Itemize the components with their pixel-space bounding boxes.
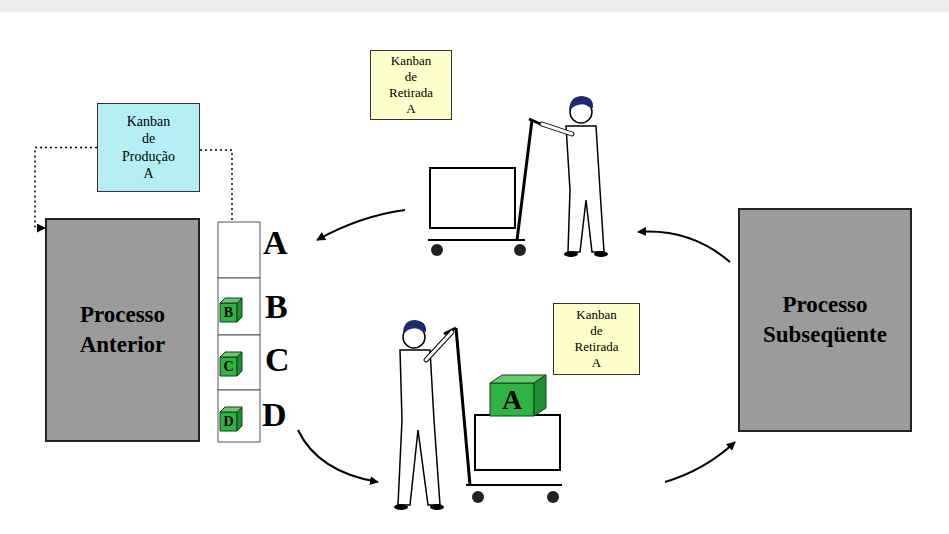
flow-arrow (298, 430, 378, 482)
dotted-line (200, 150, 232, 222)
production-kanban: Kanban de Produção A (97, 103, 200, 192)
slot-letter: D (262, 398, 287, 432)
cart-wheel (431, 244, 443, 256)
flow-arrow (317, 210, 405, 240)
worker-body (398, 350, 440, 505)
process-name: Processo Subseqüente (740, 290, 910, 350)
kanban-loop-arrow (35, 148, 97, 229)
worker-arm (426, 332, 452, 360)
cube-face (237, 298, 242, 322)
process-box: Processo Anterior (45, 218, 200, 442)
cart-body (430, 168, 515, 228)
cart-wheel (514, 244, 526, 256)
cart-frame (428, 239, 525, 241)
storage-slot (218, 390, 260, 442)
top-strip (0, 0, 949, 12)
withdrawal-kanban: Kanban de Retirada A (370, 50, 452, 120)
worker-cap (403, 320, 426, 334)
cube-face (534, 375, 546, 416)
cube-face (237, 352, 242, 376)
storage-slot (218, 335, 260, 390)
worker-arm (426, 332, 452, 360)
worker-arm (542, 124, 572, 134)
part-box: C (220, 352, 242, 376)
slot-letter: A (263, 226, 288, 260)
flow-arrow (665, 442, 735, 482)
worker-foot (594, 251, 608, 257)
withdrawal-kanban: Kanban de Retirada A (553, 303, 640, 375)
part-letter: B (220, 303, 237, 322)
part-letter: C (220, 357, 237, 376)
slot-letter: B (265, 290, 288, 324)
worker-cap (569, 96, 593, 110)
storage-slot (218, 278, 260, 335)
cube-face (220, 303, 237, 322)
flow-arrow (638, 232, 730, 262)
storage-slot (218, 222, 260, 278)
worker-arm (542, 124, 572, 134)
worker-foot (394, 504, 408, 510)
cube-face (237, 407, 242, 431)
cart-frame (466, 484, 562, 486)
cube-face (220, 357, 237, 376)
part-letter: A (490, 383, 534, 416)
cart-handle (517, 120, 532, 240)
cart-wheel (547, 491, 559, 503)
cube-face (490, 383, 534, 416)
cube-face (220, 412, 237, 431)
cart-body (475, 415, 560, 470)
cart-wheel (472, 491, 484, 503)
part-box: D (220, 407, 242, 431)
kanban-text: Kanban de Retirada A (554, 307, 639, 370)
cart-handle (456, 328, 470, 485)
worker-foot (430, 504, 444, 510)
kanban-text: Kanban de Retirada A (371, 53, 451, 116)
worker-body (566, 126, 604, 252)
part-letter: D (220, 412, 237, 431)
process-box: Processo Subseqüente (738, 208, 912, 432)
process-name: Processo Anterior (47, 300, 198, 360)
part-box: B (220, 298, 242, 322)
part-box: A (490, 375, 546, 416)
worker-foot (564, 251, 578, 257)
kanban-text: Kanban de Produção A (98, 113, 199, 181)
slot-letter: C (265, 343, 290, 377)
